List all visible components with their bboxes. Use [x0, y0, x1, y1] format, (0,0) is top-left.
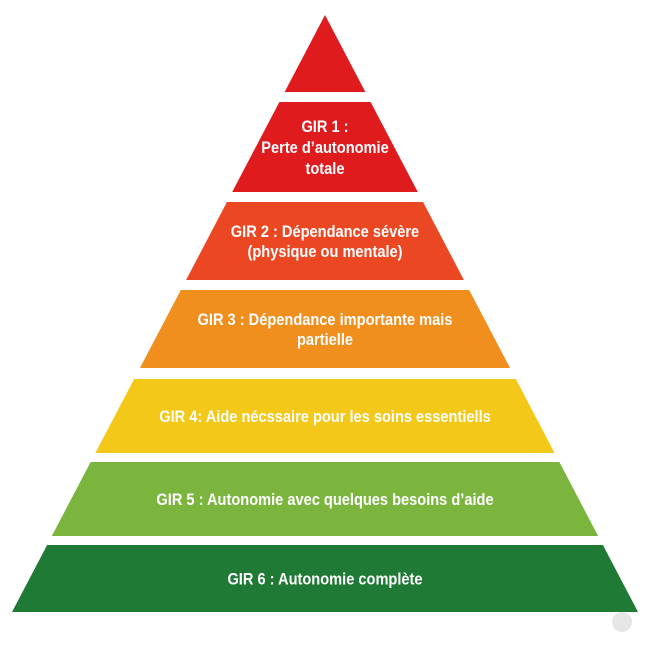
level-label-gir-3: GIR 3 : Dépendance importante mais: [198, 311, 453, 329]
level-label-gir-1: GIR 1 :: [301, 118, 348, 136]
pyramid-level-gir-6: GIR 6 : Autonomie complète: [12, 545, 638, 612]
level-band-gir-1: [232, 102, 418, 192]
corner-mark-icon: [612, 612, 632, 632]
level-label-gir-3: partielle: [297, 331, 353, 349]
level-band-gir-6: [12, 545, 638, 612]
pyramid-level-gir-4: GIR 4: Aide nécssaire pour les soins ess…: [95, 379, 555, 453]
level-band-gir-4: [95, 379, 555, 453]
level-label-gir-1: totale: [306, 160, 345, 178]
level-label-gir-5: GIR 5 : Autonomie avec quelques besoins …: [156, 491, 493, 509]
level-label-gir-6: GIR 6 : Autonomie complète: [227, 571, 422, 589]
pyramid-level-apex: [284, 15, 366, 92]
level-band-gir-5: [51, 462, 599, 536]
level-band-gir-2: [186, 202, 464, 280]
level-label-gir-1: Perte d’autonomie: [261, 139, 389, 157]
pyramid-level-gir-3: GIR 3 : Dépendance importante mais partie…: [139, 290, 511, 368]
pyramid-level-gir-1: GIR 1 : Perte d’autonomie totale: [232, 102, 418, 192]
pyramid-level-gir-2: GIR 2 : Dépendance sévère (physique ou me…: [186, 202, 464, 280]
level-band-gir-3: [139, 290, 511, 368]
level-label-gir-2: GIR 2 : Dépendance sévère: [231, 223, 420, 241]
level-label-gir-2: (physique ou mentale): [247, 243, 402, 261]
level-label-gir-4: GIR 4: Aide nécssaire pour les soins ess…: [159, 408, 491, 426]
pyramid-level-gir-5: GIR 5 : Autonomie avec quelques besoins …: [51, 462, 599, 536]
level-band-apex: [284, 15, 366, 92]
